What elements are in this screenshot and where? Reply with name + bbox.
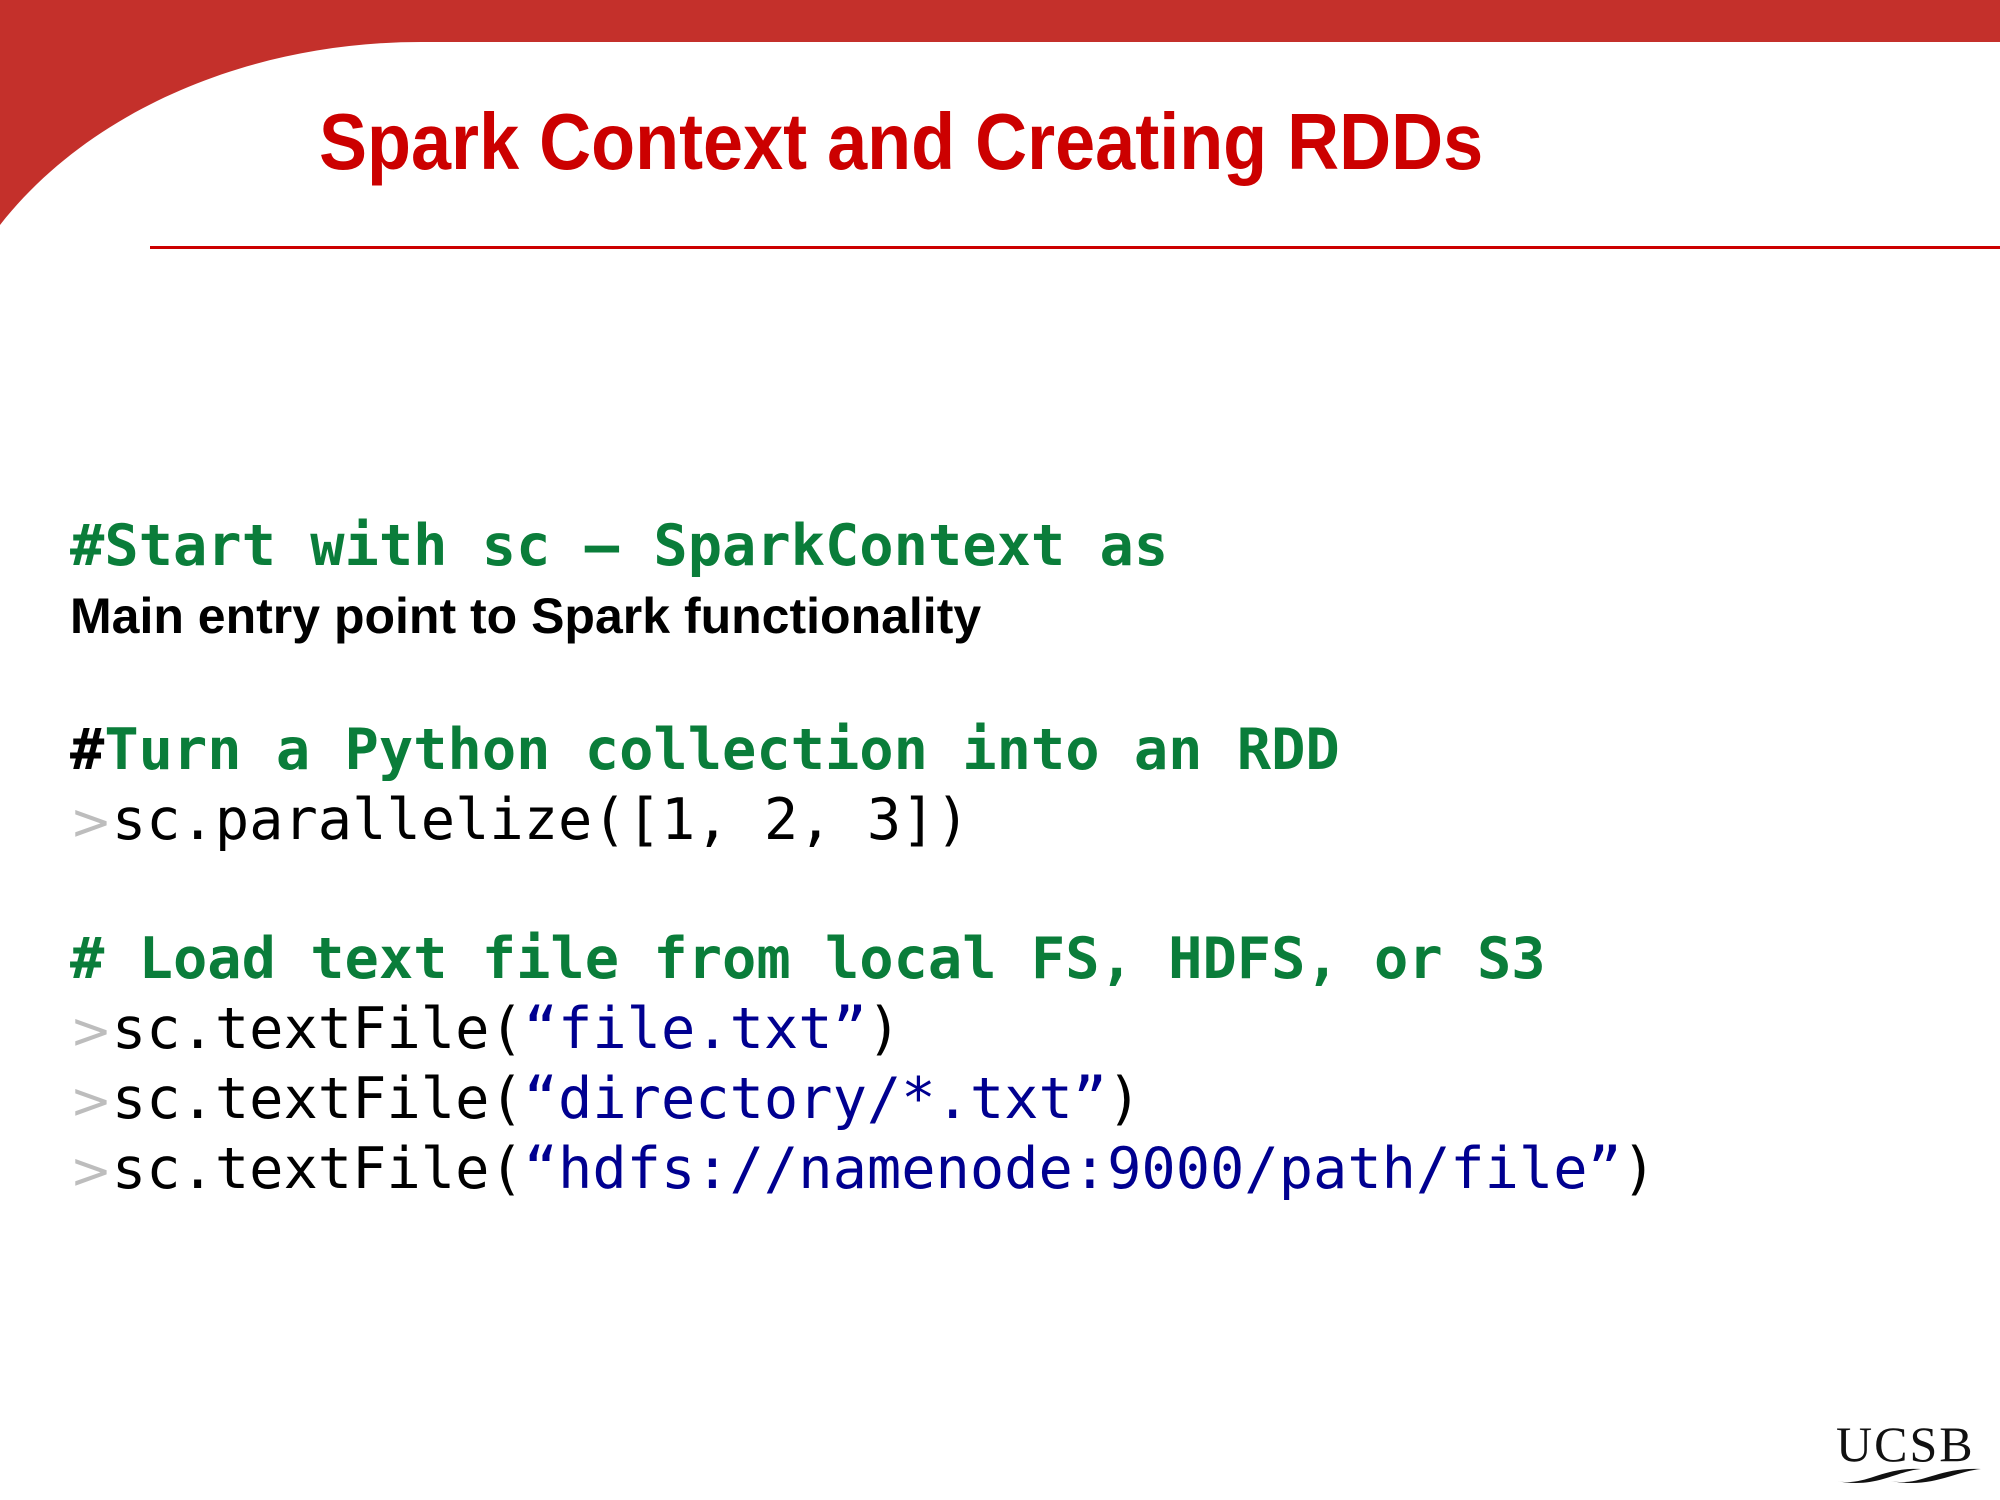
comment-line: #Turn a Python collection into an RDD [70, 717, 1340, 783]
ucsb-logo: UCSB [1836, 1415, 1986, 1485]
code-line: >sc.textFile(“hdfs://namenode:9000/path/… [70, 1136, 1657, 1202]
code-line: >sc.textFile(“file.txt”) [70, 996, 902, 1062]
header-decoration [0, 0, 2000, 225]
prompt-symbol: > [70, 793, 112, 851]
red-header-band [0, 0, 2000, 225]
comment-line: #Start with sc – SparkContext as [70, 513, 1169, 579]
slide-title: Spark Context and Creating RDDs [319, 97, 1484, 186]
prompt-symbol: > [70, 1142, 112, 1200]
prompt-symbol: > [70, 1002, 112, 1060]
wave-icon [1836, 1468, 1981, 1484]
title-divider [150, 246, 2000, 249]
prompt-symbol: > [70, 1072, 112, 1130]
code-line: >sc.textFile(“directory/*.txt”) [70, 1066, 1142, 1132]
description-text: Main entry point to Spark functionality [70, 588, 982, 644]
comment-line: # Load text file from local FS, HDFS, or… [70, 926, 1546, 992]
code-line: >sc.parallelize([1, 2, 3]) [70, 787, 970, 853]
